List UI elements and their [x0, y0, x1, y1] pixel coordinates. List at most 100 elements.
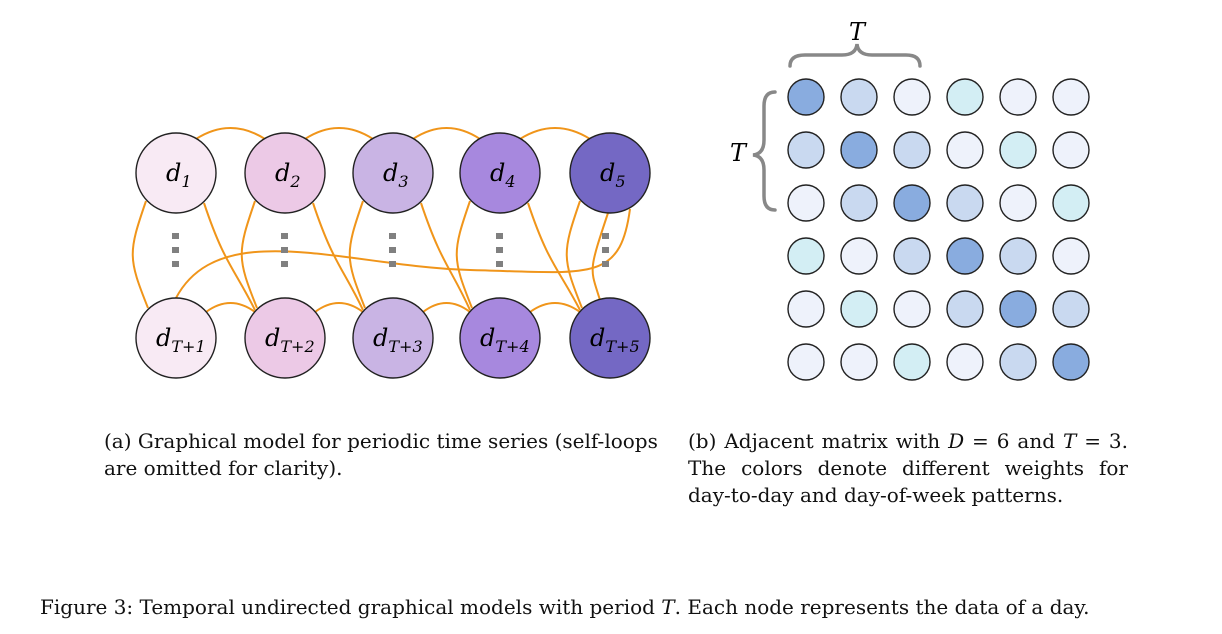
ellipsis-dot	[389, 247, 396, 253]
node-label: d5	[600, 159, 626, 191]
edge-cross	[420, 202, 471, 311]
top-node-2: d2	[244, 132, 326, 214]
node-label-base: d	[166, 159, 181, 187]
matrix-cell	[999, 78, 1037, 116]
node-label-base: d	[490, 159, 505, 187]
node-label: dT+2	[265, 324, 315, 356]
matrix-cell	[1052, 184, 1090, 222]
matrix-cell	[787, 237, 825, 275]
bottom-node-1: dT+1	[135, 297, 217, 379]
edge-top-arc	[195, 127, 266, 140]
matrix-cell	[787, 78, 825, 116]
matrix-cell	[840, 131, 878, 169]
edge-bottom-arc	[422, 302, 471, 313]
matrix-braces	[752, 43, 922, 212]
matrix-cell	[946, 237, 984, 275]
edge-cross	[527, 202, 581, 311]
caption-b-eq1: = 6 and	[964, 429, 1063, 453]
top-node-5: d5	[569, 132, 651, 214]
edge-period	[565, 200, 583, 309]
edge-top-arc	[519, 127, 591, 140]
node-circle	[244, 297, 326, 379]
matrix-cell	[893, 343, 931, 381]
node-label-base: d	[383, 159, 398, 187]
matrix-cell	[1052, 237, 1090, 275]
matrix-cell	[787, 290, 825, 328]
matrix-cell	[1052, 290, 1090, 328]
node-label-sub: T+2	[280, 337, 314, 356]
ellipsis-dot	[496, 261, 503, 267]
edge-cross	[203, 202, 256, 311]
node-circle	[352, 132, 434, 214]
top-brace	[788, 43, 922, 68]
top-node-3: d3	[352, 132, 434, 214]
caption-b-d: D	[948, 429, 965, 453]
adjacency-matrix	[787, 78, 1090, 381]
edge-bottom-arc	[205, 302, 256, 313]
matrix-cell	[946, 78, 984, 116]
ellipsis-dot	[602, 261, 609, 267]
figure-caption: Figure 3: Temporal undirected graphical …	[40, 594, 1222, 621]
node-circle	[135, 297, 217, 379]
matrix-cell	[893, 290, 931, 328]
edge-period	[455, 200, 473, 309]
node-label-sub: T+1	[171, 337, 205, 356]
edge-period	[131, 200, 149, 309]
matrix-cell	[787, 131, 825, 169]
matrix-cell	[787, 184, 825, 222]
figure-caption-pre: Figure 3: Temporal undirected graphical …	[40, 595, 662, 619]
edge-top-arc	[412, 127, 481, 140]
node-label-sub: T+5	[605, 337, 639, 356]
caption-b-post: = 3. The colors denote different weights…	[688, 429, 1128, 507]
node-label-base: d	[156, 324, 171, 352]
edge-top-arc	[304, 127, 374, 140]
edge-wrap	[175, 208, 631, 299]
edge-period	[348, 200, 366, 309]
ellipsis-dot	[602, 247, 609, 253]
node-label: d4	[490, 159, 516, 191]
matrix-cell	[840, 184, 878, 222]
node-label: d1	[166, 159, 192, 191]
node-label: d2	[275, 159, 301, 191]
node-circle	[569, 132, 651, 214]
matrix-cell	[893, 237, 931, 275]
edge-bottom-arc	[314, 302, 364, 313]
caption-b-pre: (b) Adjacent matrix with	[688, 429, 949, 453]
node-circle	[135, 132, 217, 214]
node-circle	[459, 132, 541, 214]
ellipsis-dot	[281, 247, 288, 253]
edge-cross	[312, 202, 364, 311]
ellipsis-dot	[389, 233, 396, 239]
matrix-cell	[999, 343, 1037, 381]
ellipsis-dot	[281, 261, 288, 267]
matrix-cell	[893, 78, 931, 116]
caption-b: (b) Adjacent matrix with D = 6 and T = 3…	[688, 428, 1128, 509]
ellipsis-markers	[172, 233, 609, 267]
bottom-node-3: dT+3	[352, 297, 434, 379]
top-node-1: d1	[135, 132, 217, 214]
node-label-sub: 5	[615, 172, 625, 191]
node-label-sub: T+4	[495, 337, 529, 356]
matrix-cell	[999, 290, 1037, 328]
node-label: dT+4	[480, 324, 530, 356]
matrix-cell	[999, 131, 1037, 169]
ellipsis-dot	[281, 233, 288, 239]
matrix-cell	[893, 131, 931, 169]
bottom-node-2: dT+2	[244, 297, 326, 379]
node-label: dT+3	[373, 324, 423, 356]
node-label-base: d	[373, 324, 388, 352]
edge-period-last	[591, 212, 609, 301]
node-label-base: d	[480, 324, 495, 352]
matrix-cell	[1052, 343, 1090, 381]
matrix-cell	[999, 237, 1037, 275]
matrix-cell	[840, 343, 878, 381]
ellipsis-dot	[602, 233, 609, 239]
matrix-cell	[840, 237, 878, 275]
left-brace-label: T	[730, 139, 748, 167]
matrix-cell	[840, 78, 878, 116]
node-label: dT+1	[156, 324, 206, 356]
node-circle	[569, 297, 651, 379]
node-circle	[459, 297, 541, 379]
